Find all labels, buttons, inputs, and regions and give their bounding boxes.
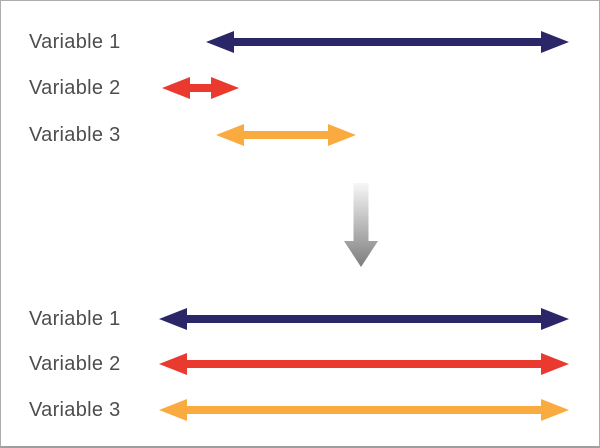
- variable-2-scaled-range-arrow: [159, 353, 569, 375]
- variable-3-label: Variable 3: [29, 124, 121, 146]
- variable-2-label-scaled: Variable 2: [29, 353, 121, 375]
- down-arrow-icon: [344, 183, 378, 267]
- variable-1-scaled-range-arrow: [159, 308, 569, 330]
- variable-3-range-arrow: [216, 124, 356, 146]
- variable-2-label: Variable 2: [29, 77, 121, 99]
- variable-3-scaled-range-arrow: [159, 399, 569, 421]
- variable-1-range-arrow: [206, 31, 569, 53]
- variable-1-label-scaled: Variable 1: [29, 308, 121, 330]
- variable-3-label-scaled: Variable 3: [29, 399, 121, 421]
- variable-2-range-arrow: [162, 77, 239, 99]
- variable-1-label: Variable 1: [29, 31, 121, 53]
